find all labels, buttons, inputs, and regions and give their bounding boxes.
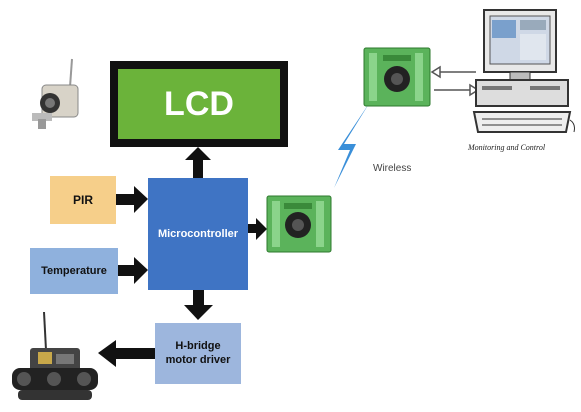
arrow-pir-to-mcu	[116, 186, 148, 213]
arrows-rf-computer	[430, 65, 480, 97]
arrow-temperature-to-mcu	[118, 257, 148, 284]
robot-car-icon	[12, 311, 98, 400]
lcd-screen: LCD	[118, 69, 280, 139]
monitoring-control-label: Monitoring and Control	[468, 143, 546, 152]
temperature-sensor-block: Temperature	[30, 248, 118, 294]
lcd-label: LCD	[164, 84, 234, 123]
arrow-mcu-to-hbridge	[184, 290, 213, 320]
hbridge-block: H-bridge motor driver	[155, 323, 241, 384]
lcd-display: LCD	[110, 61, 288, 147]
camera-icon	[32, 58, 79, 129]
microcontroller-block: Microcontroller	[148, 178, 248, 290]
pir-label: PIR	[72, 193, 93, 207]
pir-sensor-block: PIR	[50, 176, 116, 224]
hbridge-label-line1: H-bridge	[175, 339, 221, 352]
microcontroller-label: Microcontroller	[157, 228, 239, 240]
wireless-label: Wireless	[373, 163, 412, 174]
hbridge-label-line2: motor driver	[165, 353, 231, 366]
arrow-hbridge-to-robot	[98, 340, 155, 367]
computer-icon	[472, 9, 575, 133]
rf-module-icon	[363, 47, 431, 107]
lightning-icon	[334, 102, 370, 188]
arrow-mcu-to-rf	[248, 218, 267, 240]
arrow-mcu-to-lcd	[185, 147, 211, 178]
rf-module-icon	[266, 195, 332, 253]
temperature-label: Temperature	[41, 265, 107, 277]
